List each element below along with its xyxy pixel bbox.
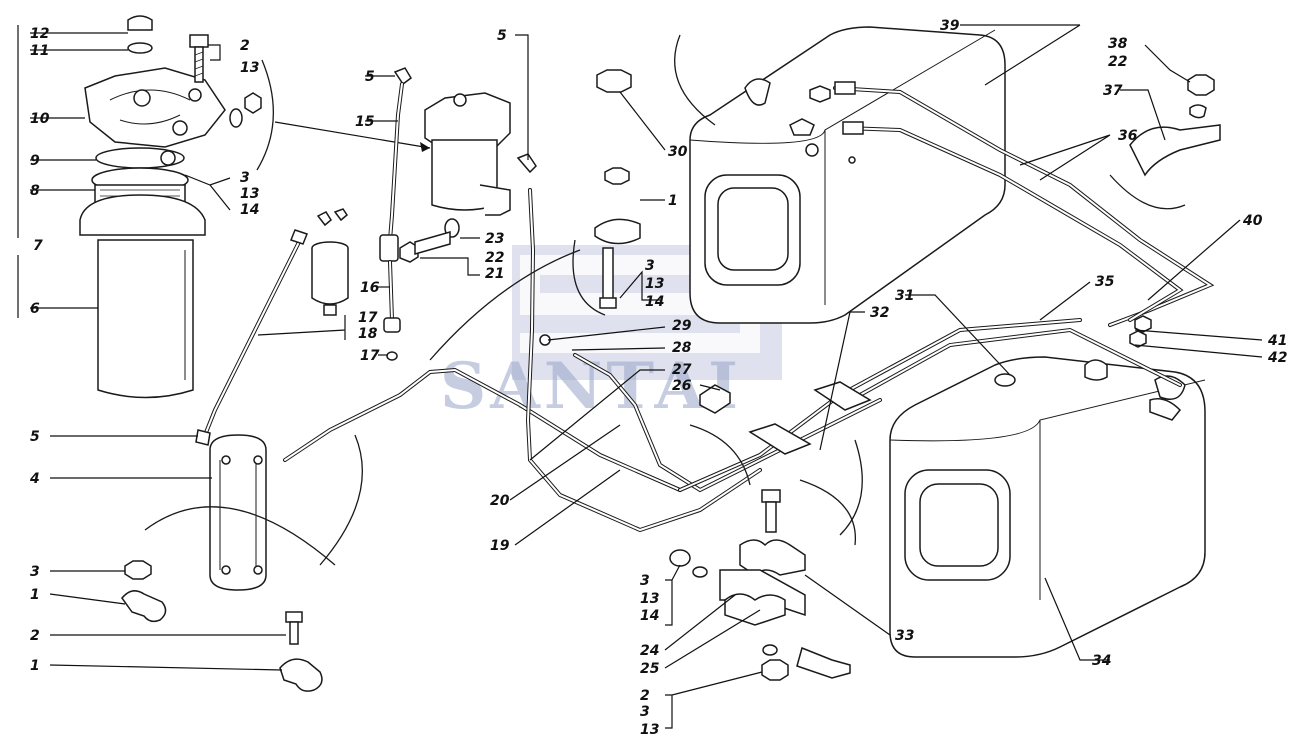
callout-40: 40 — [1242, 213, 1263, 229]
detail-arc-7 — [674, 34, 716, 126]
callout-13-bottom: 13 — [640, 722, 659, 738]
callout-2-left: 2 — [30, 628, 40, 644]
detail-arc-4 — [429, 249, 581, 361]
callout-29: 29 — [672, 318, 692, 334]
callout-21: 21 — [485, 266, 504, 282]
callout-7: 7 — [33, 238, 43, 254]
fine-filter-assembly — [79, 15, 262, 399]
callout-20: 20 — [490, 493, 510, 509]
callout-18: 18 — [358, 326, 378, 342]
callout-27: 27 — [672, 362, 692, 378]
callout-6: 6 — [30, 301, 40, 317]
callout-8: 8 — [30, 183, 40, 199]
detail-arc — [256, 59, 275, 171]
callout-31: 31 — [895, 288, 914, 304]
callout-13-bracket: 13 — [640, 591, 659, 607]
fittings-column — [594, 69, 731, 414]
detail-arc-10 — [799, 479, 857, 546]
detail-arc-2 — [144, 506, 336, 566]
callout-36: 36 — [1118, 128, 1138, 144]
callout-15: 15 — [355, 114, 375, 130]
callout-37: 37 — [1103, 83, 1123, 99]
callout-28: 28 — [672, 340, 692, 356]
callout-23: 23 — [485, 231, 504, 247]
callout-3-column: 3 — [645, 258, 655, 274]
small-fasteners-left — [121, 560, 323, 692]
callout-2-bolt: 2 — [240, 38, 250, 54]
callout-10: 10 — [30, 111, 50, 127]
detail-arc-9 — [1109, 174, 1186, 210]
callout-32: 32 — [870, 305, 889, 321]
callout-41: 41 — [1267, 333, 1287, 349]
callout-14-bracket: 14 — [640, 608, 659, 624]
callout-33: 33 — [895, 628, 914, 644]
fuel-line-left — [195, 229, 308, 446]
detail-arc-3 — [319, 434, 363, 566]
callout-3-bottom: 3 — [640, 704, 650, 720]
callout-17-upper: 17 — [358, 310, 378, 326]
callout-35: 35 — [1095, 274, 1115, 290]
callout-1-clamp: 1 — [668, 193, 678, 209]
callout-12: 12 — [30, 26, 49, 42]
detail-arc-8 — [839, 439, 863, 536]
callout-2-bracket: 2 — [640, 688, 650, 704]
tank-pipes — [809, 81, 1215, 397]
callout-42: 42 — [1267, 350, 1287, 366]
detail-arc-6 — [689, 424, 751, 486]
callout-labels: 12 11 10 9 8 7 6 2 13 3 13 14 5 15 16 17… — [29, 18, 1287, 738]
callout-1-left: 1 — [30, 587, 40, 603]
callout-16: 16 — [360, 280, 380, 296]
callout-3-bracket: 3 — [640, 573, 650, 589]
callout-17-lower: 17 — [360, 348, 380, 364]
callout-38: 38 — [1108, 36, 1128, 52]
arrow-line — [274, 121, 431, 149]
callout-14-column: 14 — [645, 294, 664, 310]
callout-26: 26 — [672, 378, 692, 394]
callout-5-hose: 5 — [365, 69, 375, 85]
fuel-tank-lower — [889, 356, 1206, 658]
callout-11: 11 — [30, 43, 49, 59]
callout-5-pipe: 5 — [497, 28, 507, 44]
callout-39: 39 — [940, 18, 960, 34]
callout-14-head: 14 — [240, 202, 259, 218]
callout-1-lower: 1 — [30, 658, 40, 674]
callout-30: 30 — [668, 144, 688, 160]
fuel-tank-upper — [689, 26, 1006, 324]
callout-4: 4 — [29, 471, 40, 487]
callout-3-head: 3 — [240, 170, 250, 186]
coarse-filter-canister — [399, 92, 511, 263]
callout-24: 24 — [640, 643, 659, 659]
fuel-hose-short — [379, 67, 412, 361]
callout-13-bolt: 13 — [240, 60, 259, 76]
tank-strap-parts — [1129, 74, 1221, 177]
callout-9: 9 — [30, 153, 40, 169]
callout-3-left: 3 — [30, 564, 40, 580]
callout-25: 25 — [640, 661, 660, 677]
clamp-plate — [209, 434, 267, 591]
callout-13-head: 13 — [240, 186, 259, 202]
water-separator-bulb — [311, 208, 349, 316]
callout-22-tank: 22 — [1108, 54, 1127, 70]
tank-bracket — [669, 381, 872, 681]
callout-22-canister: 22 — [485, 250, 504, 266]
detail-arc-5 — [572, 239, 606, 316]
callout-5-left: 5 — [30, 429, 40, 445]
leader-lines — [30, 24, 1263, 729]
callout-13-column: 13 — [645, 276, 664, 292]
callout-34: 34 — [1092, 653, 1111, 669]
callout-19: 19 — [490, 538, 510, 554]
